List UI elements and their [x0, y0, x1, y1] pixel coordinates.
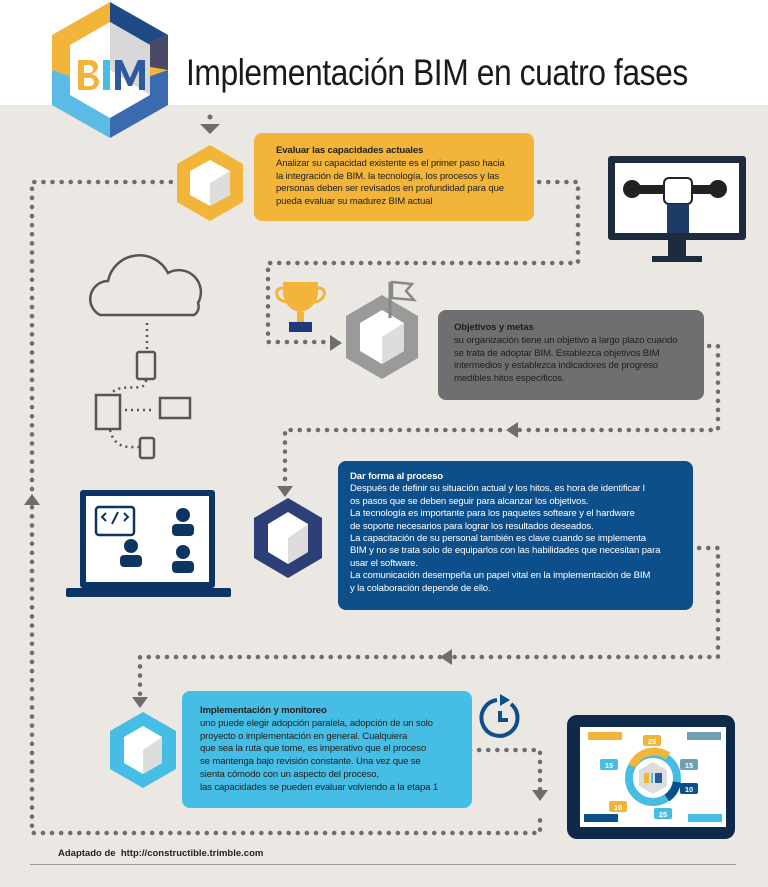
- cloud-devices-icon: [89, 254, 203, 460]
- step-box-4: Implementación y monitoreo uno puede ele…: [182, 691, 472, 808]
- tablet-label: 15: [605, 761, 613, 770]
- step-title: Objetivos y metas: [454, 322, 534, 333]
- step-body: uno puede elegir adopción paralela, adop…: [200, 717, 439, 793]
- hexagon-cube-icon-2: [346, 295, 418, 379]
- dotted-flow-path: [29, 179, 721, 836]
- step-title: Evaluar las capacidades actuales: [276, 145, 424, 156]
- hexagon-cube-icon-3: [254, 498, 322, 578]
- monitor-wrench-icon: [608, 156, 746, 262]
- source-label: Adaptado de: [58, 848, 116, 859]
- code-icon: [100, 511, 130, 525]
- flow-arrows: [24, 114, 548, 801]
- tablet-label: 10: [614, 803, 622, 812]
- step-title: Dar forma al proceso: [350, 471, 443, 482]
- step-body: Analizar su capacidad existente es el pr…: [276, 157, 505, 208]
- bim-logo: [52, 2, 168, 138]
- tablet-label: 25: [648, 737, 656, 746]
- source-credit: Adaptado de http://constructible.trimble…: [58, 848, 263, 859]
- tablet-labels: 25 15 15 10 10 25: [605, 737, 693, 819]
- flag-icon: [388, 280, 418, 318]
- tablet-label: 15: [685, 761, 693, 770]
- step-box-1: Evaluar las capacidades actuales Analiza…: [254, 133, 534, 221]
- step-box-3: Dar forma al proceso Después de definir …: [338, 461, 693, 610]
- logo-letter-m: [115, 60, 145, 90]
- clock-icon: [479, 694, 520, 738]
- tablet-dashboard-icon: [567, 715, 735, 839]
- footer-divider: [30, 864, 736, 865]
- logo-letter-i: [103, 60, 110, 90]
- tablet-label: 25: [659, 810, 667, 819]
- tablet-label: 10: [685, 785, 693, 794]
- laptop-team-icon: [66, 490, 231, 597]
- hexagon-cube-icon-1: [177, 145, 243, 221]
- hexagon-cube-icon-4: [110, 712, 176, 788]
- trophy-icon: [275, 282, 326, 332]
- step-box-2: Objetivos y metas su organización tiene …: [438, 310, 704, 400]
- step-body: su organización tiene un objetivo a larg…: [454, 334, 678, 385]
- logo-letter-b: [78, 60, 99, 90]
- tablet-logo: [644, 773, 662, 783]
- source-url[interactable]: http://constructible.trimble.com: [120, 848, 264, 859]
- step-title: Implementación y monitoreo: [200, 705, 327, 716]
- page-title: Implementación BIM en cuatro fases: [186, 52, 688, 93]
- step-body: Después de definir su situación actual y…: [350, 483, 661, 594]
